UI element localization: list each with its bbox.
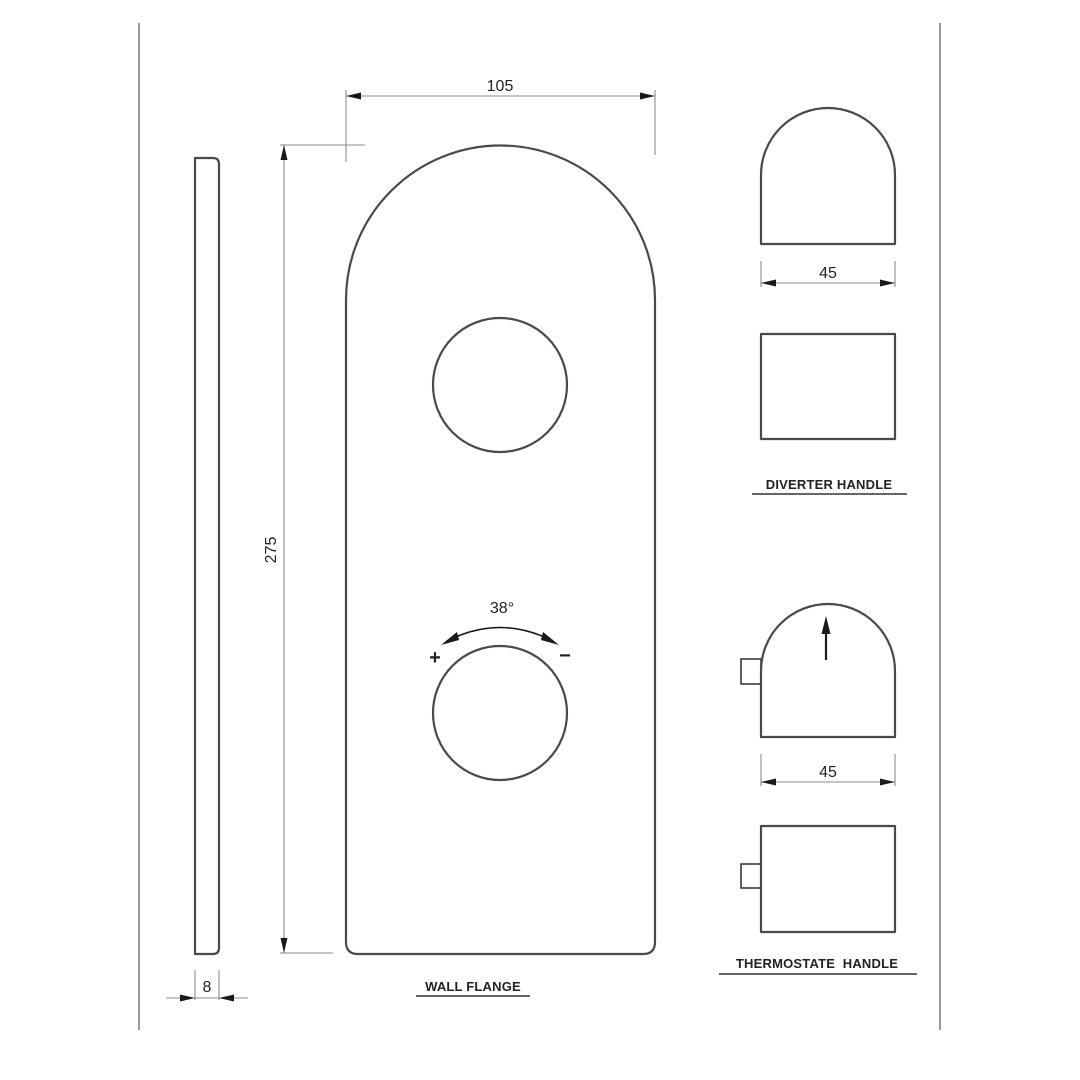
height-dimension-label: 275 <box>263 537 280 564</box>
arrow-up-icon <box>821 616 831 634</box>
side-profile-outline <box>193 156 221 956</box>
diverter-hole <box>431 316 569 454</box>
wall-flange-outline <box>344 144 657 956</box>
thermostat-handle-front-view <box>759 602 897 739</box>
wall-flange-view: 38° + − 105 275 WALL FLANGE <box>263 78 657 997</box>
thermostat-side-lever-tab <box>740 863 762 889</box>
arrow-left-icon <box>219 994 234 1002</box>
increase-sign: + <box>429 647 441 669</box>
rotation-arc <box>446 626 554 642</box>
thermostat-hole <box>431 644 569 782</box>
diverter-handle-label: DIVERTER HANDLE <box>766 477 893 492</box>
arrow-right-icon <box>180 994 195 1002</box>
thickness-dimension-label: 8 <box>203 979 212 996</box>
arrow-up-icon <box>280 145 288 160</box>
rotation-angle-label: 38° <box>490 600 514 617</box>
thermostat-handle-side-view <box>759 824 897 934</box>
arrow-down-icon <box>280 938 288 953</box>
thermostat-width-label: 45 <box>819 764 837 781</box>
arrow-left-icon <box>761 778 776 786</box>
side-profile-view: 8 <box>166 156 248 1002</box>
width-dimension-label: 105 <box>487 78 514 95</box>
thermostat-handle-views: 45 THERMOSTATE HANDLE <box>719 602 917 975</box>
diverter-handle-side-view <box>759 332 897 441</box>
decrease-sign: − <box>559 645 571 667</box>
arrow-right-icon <box>541 632 559 645</box>
arrow-right-icon <box>880 279 895 287</box>
diverter-handle-views: 45 DIVERTER HANDLE <box>752 106 907 495</box>
arrow-left-icon <box>441 632 459 645</box>
wall-flange-label: WALL FLANGE <box>425 979 521 994</box>
diverter-handle-front-view <box>759 106 897 246</box>
arrow-right-icon <box>640 92 655 100</box>
arrow-right-icon <box>880 778 895 786</box>
diverter-width-label: 45 <box>819 265 837 282</box>
thermostat-handle-label: THERMOSTATE HANDLE <box>736 956 898 971</box>
arrow-left-icon <box>346 92 361 100</box>
arrow-left-icon <box>761 279 776 287</box>
thermostat-lever-tab <box>740 658 762 685</box>
